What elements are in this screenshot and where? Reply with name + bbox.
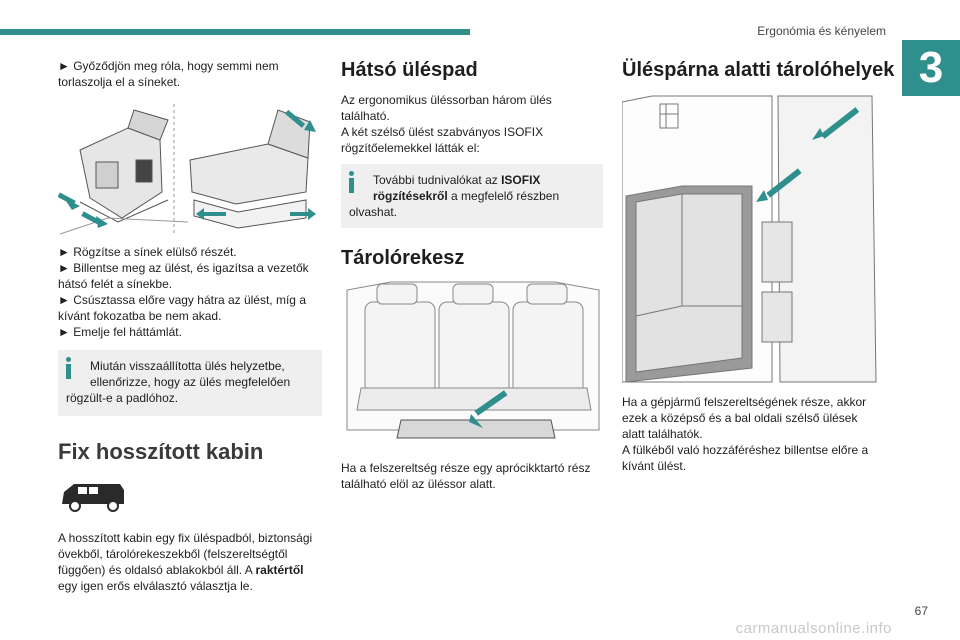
column-middle: Hátsó üléspad Az ergonomikus üléssorban … <box>341 58 605 492</box>
info-box: Miután visszaállította ülés helyzetbe, e… <box>58 350 322 416</box>
section-title: Fix hosszított kabin <box>58 439 264 464</box>
section-title: Üléspárna alatti tárolóhelyek <box>622 59 895 81</box>
body-text: ezek a középső és a bal oldali szélső ül… <box>622 411 858 425</box>
body-text: egy igen erős elválasztó választja le. <box>58 579 253 593</box>
instruction-line: torlaszolja el a síneket. <box>58 75 181 89</box>
column-left: ► Győződjön meg róla, hogy semmi nem tor… <box>57 58 322 594</box>
body-text: Az ergonomikus üléssorban három ülés <box>341 93 552 107</box>
body-text: alatt találhatók. <box>622 427 703 441</box>
body-text: övekből, tárolórekeszekből (felszereltsé… <box>58 547 288 561</box>
info-text: olvashat. <box>349 205 398 219</box>
page-number: 67 <box>914 604 928 618</box>
instruction-line: ► Emelje fel háttámlát. <box>58 325 182 339</box>
seat-rail-illustration <box>57 100 322 236</box>
instruction-line: kívánt fokozatba be nem akad. <box>58 309 222 323</box>
rear-bench-storage-illustration <box>341 280 605 448</box>
body-text: kívánt ülést. <box>622 459 687 473</box>
running-head: Ergonómia és kényelem <box>757 24 886 38</box>
body-text: A fülkéből való hozzáféréshez billentse … <box>622 443 869 457</box>
info-text: További tudnivalókat az ISOFIX <box>373 173 541 187</box>
instruction-line: ► Rögzítse a sínek elülső részét. <box>58 245 237 259</box>
watermark: carmanualsonline.info <box>735 620 892 637</box>
info-icon <box>349 171 355 193</box>
body-text: függően) és oldalsó ablakokból áll. A ra… <box>58 563 304 577</box>
instruction-line: ► Billentse meg az ülést, és igazítsa a … <box>58 261 309 275</box>
body-text: rögzítőelemekkel látták el: <box>341 141 480 155</box>
info-box: További tudnivalókat az ISOFIX rögzítése… <box>341 164 603 228</box>
info-icon <box>66 357 72 379</box>
body-text: A hosszított kabin egy fix üléspadból, b… <box>58 531 313 545</box>
section-title: Tárolórekesz <box>341 247 465 269</box>
instruction-line: ► Csúsztassa előre vagy hátra az ülést, … <box>58 293 306 307</box>
info-text: rögzült-e a padlóhoz. <box>66 391 179 405</box>
van-icon <box>58 480 322 516</box>
instruction-line: ► Győződjön meg róla, hogy semmi nem <box>58 59 279 73</box>
body-text: található elöl az üléssor alatt. <box>341 477 496 491</box>
info-text: rögzítésekről a megfelelő részben <box>373 189 560 203</box>
body-text: Ha a felszereltség része egy aprócikktar… <box>341 461 591 475</box>
section-title: Hátsó üléspad <box>341 59 478 81</box>
body-text: található. <box>341 109 390 123</box>
info-text: ellenőrizze, hogy az ülés megfelelően <box>90 375 291 389</box>
chapter-number: 3 <box>902 40 960 96</box>
info-text: Miután visszaállította ülés helyzetbe, <box>90 359 285 373</box>
column-right: Üléspárna alatti tárolóhelyek Ha a gépjá… <box>621 58 895 474</box>
body-text: Ha a gépjármű felszereltségének része, a… <box>622 395 867 409</box>
top-accent-bar <box>0 29 470 35</box>
instruction-line: hátsó felét a sínekbe. <box>58 277 173 291</box>
body-text: A két szélső ülést szabványos ISOFIX <box>341 125 544 139</box>
under-seat-storage-illustration <box>621 92 886 386</box>
